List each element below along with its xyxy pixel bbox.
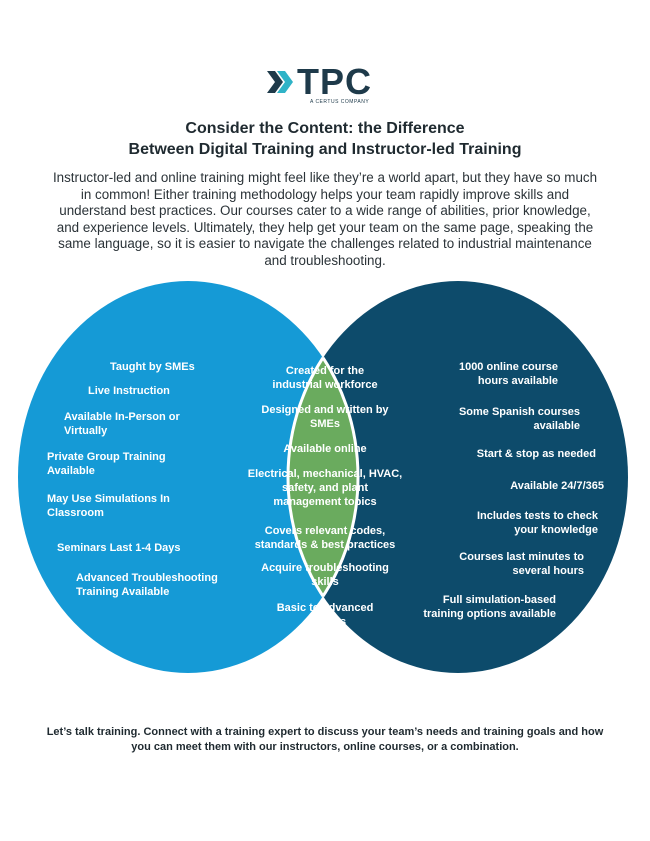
venn-overlap-outline-right [286, 281, 358, 673]
venn-overlap-outline-left [288, 281, 360, 673]
left-item-2: Live Instruction [88, 385, 170, 397]
right-item-1: 1000 online course hours available [458, 361, 558, 387]
footer-cta: Let’s talk training. Connect with a trai… [46, 726, 604, 753]
logo-tagline: A CERTUS COMPANY [310, 99, 370, 105]
overlap-item-2: Designed and written by SMEs [261, 404, 389, 430]
overlap-item-3: Available online [283, 443, 367, 455]
venn-circle-online [288, 281, 628, 673]
left-item-1: Taught by SMEs [110, 361, 195, 373]
title-line-1: Consider the Content: the Difference [185, 120, 465, 137]
tpc-logo: TPC A CERTUS COMPANY [265, 61, 380, 109]
overlap-item-6: Acquire troubleshooting skills [261, 562, 389, 588]
title-line-2: Between Digital Training and Instructor-… [128, 141, 522, 158]
overlap-item-5: Covers relevant codes, standards & best … [254, 525, 396, 551]
left-item-5: May Use Simulations In Classroom [47, 493, 170, 519]
left-item-6: Seminars Last 1-4 Days [57, 542, 181, 554]
logo-wordmark: TPC [297, 61, 372, 102]
intro-paragraph: Instructor-led and online training might… [52, 170, 598, 268]
page-title: Consider the Content: the Difference Bet… [0, 118, 650, 160]
right-item-6: Courses last minutes to several hours [459, 551, 584, 577]
right-item-2: Some Spanish courses available [458, 406, 580, 432]
overlap-item-4: Electrical, mechanical, HVAC, safety, an… [247, 468, 403, 508]
venn-circle-instructor-led [18, 281, 358, 673]
left-item-4: Private Group Training Available [47, 451, 166, 477]
right-item-3: Start & stop as needed [476, 448, 596, 460]
chevron-right-icon [267, 71, 293, 93]
overlap-item-7: Basic to advanced courses [276, 602, 374, 628]
left-item-7: Advanced Troubleshooting Training Availa… [76, 572, 218, 598]
right-item-7: Full simulation-based training options a… [423, 594, 556, 620]
overlap-item-1: Created for the industrial workforce [272, 365, 378, 391]
left-item-3: Available In-Person or Virtually [64, 411, 180, 437]
right-item-5: Includes tests to check your knowledge [476, 510, 598, 536]
right-item-4: Available 24/7/365 [510, 480, 604, 492]
